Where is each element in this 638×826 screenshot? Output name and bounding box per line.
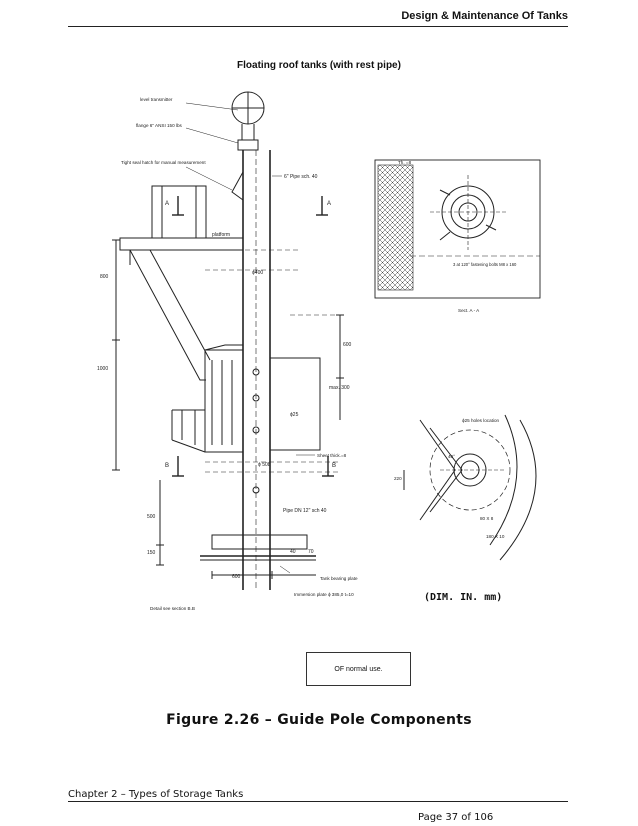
label-dim-600b: 600 [232, 574, 241, 580]
label-tank-bearing: Tank bearing plate [320, 576, 358, 581]
label-dim-40deg: 40° [448, 454, 455, 459]
page-header-title: Design & Maintenance Of Tanks [401, 10, 568, 22]
label-section-a-right: A [327, 201, 331, 207]
label-level-transmitter: level transmitter [140, 97, 173, 102]
figure-caption: Figure 2.26 – Guide Pole Components [166, 712, 472, 728]
label-section-a-left: A [165, 201, 169, 207]
label-d508: ϕ 508 [258, 462, 271, 468]
normal-use-box: OF normal use. [306, 652, 411, 686]
label-d400: ϕ400 [252, 270, 263, 276]
label-sheet-thick: Sheet thick.=8 [317, 453, 347, 458]
label-pipe-6: 6" Pipe sch. 40 [284, 174, 318, 180]
platform [119, 237, 244, 251]
flange [237, 139, 259, 151]
label-pipe-dn12: Pipe DN 12" sch 40 [283, 508, 327, 514]
footer-chapter: Chapter 2 – Types of Storage Tanks [68, 789, 244, 800]
footer-rule [68, 801, 568, 802]
label-dim-1000: 1000 [97, 366, 108, 372]
label-th: Th. =8 [398, 160, 412, 165]
bearing-plate-assembly [211, 534, 308, 550]
label-hatch: Tight seal hatch for manual measurement [121, 160, 206, 165]
header-rule [68, 26, 568, 27]
label-dim-500: 500 [147, 514, 156, 520]
section-bb-circle [429, 429, 511, 511]
section-aa-frame [374, 159, 541, 299]
label-max-300: max. 300 [329, 385, 350, 391]
label-dim-800: 800 [100, 274, 109, 280]
normal-use-label: OF normal use. [334, 665, 383, 673]
float-well [269, 357, 321, 451]
label-immersion-plate: Immersion plate ϕ 385,0 t=10 [294, 592, 354, 597]
label-sect-aa: Sect. A - A [458, 308, 480, 313]
label-dim-40: 40 [290, 549, 296, 555]
label-detail-bb: Detail see section B.B [150, 606, 195, 611]
pontoon-box [204, 349, 244, 453]
label-dim-70: 70 [308, 549, 314, 555]
figure-title: Floating roof tanks (with rest pipe) [237, 60, 401, 71]
label-d25: ϕ25 [290, 412, 299, 418]
footer-page-number: Page 37 of 106 [418, 812, 494, 823]
label-dim-180: 180 X 10 [486, 534, 505, 539]
label-dim-600: 600 [343, 342, 352, 348]
label-dim-150: 150 [147, 550, 156, 556]
label-fastening: 3 at 120° fastening bolts M8 x 160 [453, 262, 517, 267]
label-dim-80: 80 X 8 [480, 516, 494, 521]
label-flange: flange 6" ANSI 150 lbs [136, 123, 183, 128]
label-dim-220: 220 [394, 476, 402, 481]
label-section-b-left: B [165, 463, 169, 469]
label-section-b-right: B [332, 463, 336, 469]
label-holes: ϕ25 holes location [462, 418, 499, 423]
label-platform: platform [212, 232, 230, 238]
dimension-note: (DIM. IN. mm) [424, 592, 503, 603]
